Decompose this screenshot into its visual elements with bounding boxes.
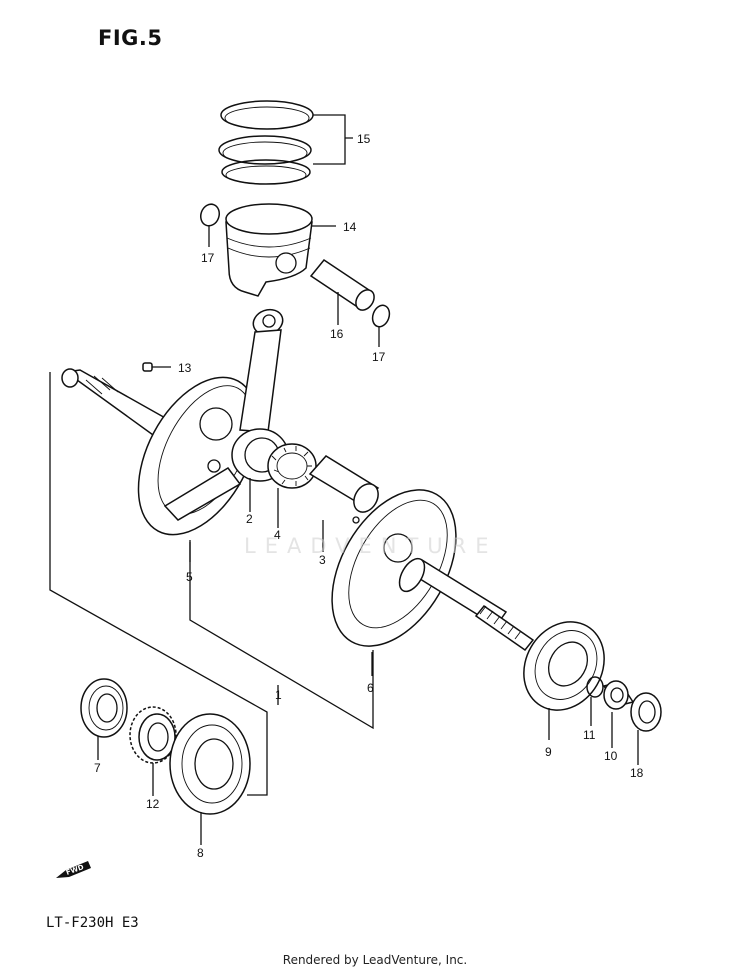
crankshaft-left — [61, 368, 259, 536]
callout-7: 7 — [94, 761, 101, 775]
svg-text:FWD: FWD — [65, 863, 85, 877]
callout-10: 10 — [604, 749, 618, 763]
callout-14: 14 — [343, 220, 357, 234]
crank-pin — [308, 455, 380, 524]
callout-15: 15 — [357, 132, 371, 146]
oil-seal-18 — [630, 692, 662, 732]
piston-pin — [309, 258, 375, 311]
watermark: LEADVENTURE — [244, 534, 498, 558]
timing-gear-12 — [129, 706, 177, 764]
needle-bearing — [267, 443, 317, 489]
circlip-left — [199, 203, 221, 227]
crankshaft-right — [331, 489, 535, 652]
callout-4: 4 — [274, 528, 281, 542]
bearing-8 — [169, 713, 251, 815]
bearing-7 — [80, 678, 128, 738]
spacer-10 — [602, 680, 635, 710]
callout-17-right: 17 — [372, 350, 386, 364]
callout-5: 5 — [186, 570, 193, 584]
bearing-9 — [523, 621, 605, 711]
callout-1: 1 — [275, 688, 282, 702]
footer-credit: Rendered by LeadVenture, Inc. — [282, 953, 468, 967]
callout-2: 2 — [246, 512, 253, 526]
piston-rings — [218, 100, 314, 185]
callout-9: 9 — [545, 745, 552, 759]
callout-16: 16 — [330, 327, 344, 341]
callout-6: 6 — [367, 681, 374, 695]
fwd-arrow-icon: FWD — [56, 861, 91, 878]
dowel-pin — [142, 362, 153, 372]
connecting-rod — [231, 308, 289, 482]
figure-title: FIG.5 — [98, 26, 163, 50]
piston — [225, 203, 313, 297]
callout-8: 8 — [197, 846, 204, 860]
callout-13: 13 — [178, 361, 192, 375]
spacer-ring-11 — [586, 676, 604, 698]
callout-12: 12 — [146, 797, 160, 811]
callout-11: 11 — [583, 728, 596, 742]
circlip-right — [371, 304, 391, 328]
model-code: LT-F230H E3 — [46, 915, 139, 931]
callout-18: 18 — [630, 766, 644, 780]
callout-17-left: 17 — [201, 251, 215, 265]
callout-3: 3 — [319, 553, 326, 567]
assembly-bracket — [49, 372, 374, 796]
